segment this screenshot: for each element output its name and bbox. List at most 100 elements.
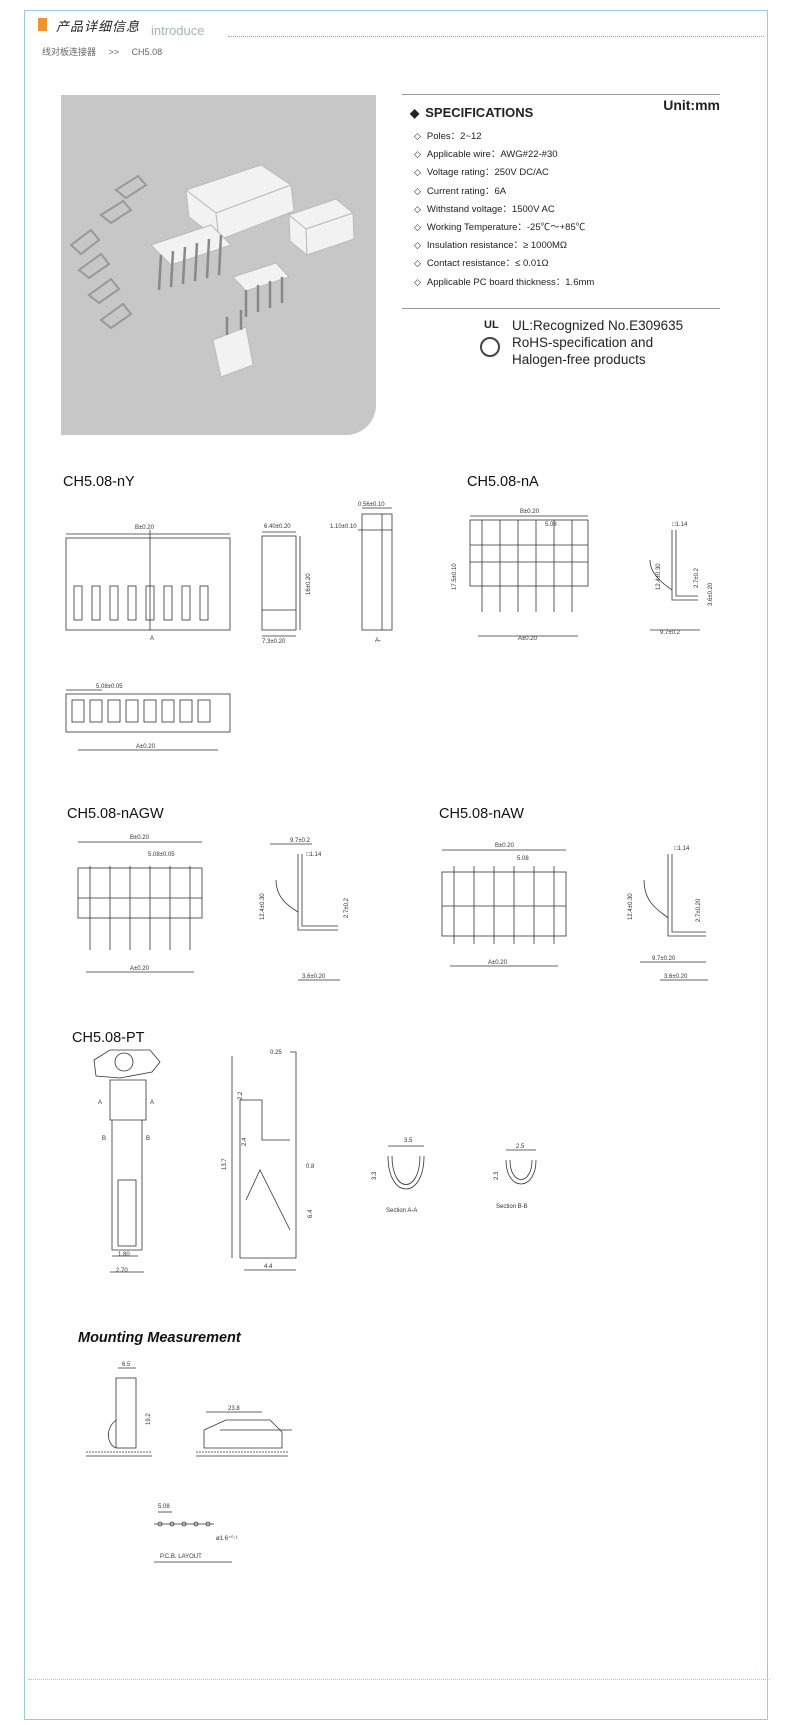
dim-na-b: B±0.20 [520,509,540,515]
pcb-hole-dia: ø1.6⁺⁰·¹ [216,1535,238,1542]
pt-front-view: A A B B 1.80 2.70 [93,1049,161,1274]
mount-dim-65: 6.5 [122,1362,131,1368]
na-front-view: B±0.20 5.08 17.5±0.10 A±0.20 [452,509,589,642]
pt-side-view: 0.25 2.2 2.4 13.7 0.8 6.4 4.4 [222,1050,315,1271]
pt-label-a-right: A [150,1100,154,1106]
breadcrumb: 线对板连接器 >> CH5.08 [42,45,172,58]
naw-side-view: □1.14 12.4±0.30 2.7±0.20 9.7±0.20 3.6±0.… [628,846,708,981]
rohs-text-line1: RoHS-specification and [512,335,654,350]
pt-section-b-label: Section B-B [496,1204,528,1210]
spec-item: Applicable PC board thickness：1.6mm [414,273,594,291]
pt-dim-180: 1.80 [118,1252,130,1258]
spec-item: Insulation resistance：≥ 1000MΩ [414,236,594,254]
dim-na-27: 2.7±0.2 [694,567,700,588]
dim-nagw-124: 12.4±0.30 [260,893,266,920]
dim-nagw-36: 3.6±0.20 [302,974,326,980]
drawing-title-pt: CH5.08-PT [72,1030,145,1046]
breadcrumb-separator: >> [108,47,120,57]
header-title-cn: 产品详细信息 [56,20,141,35]
ul-logo: UL [484,319,499,331]
certification-block: UL UL:Recognized No.E309635 RoHS-specifi… [480,317,684,368]
bottom-divider [28,1679,770,1680]
spec-item: Working Temperature：-25℃～+85℃ [414,218,594,236]
unit-label: Unit:mm [663,97,720,113]
mount-dim-192: 19.2 [146,1413,152,1425]
pt-dim-08: 0.8 [306,1164,315,1170]
spec-item: Applicable wire：AWG#22-#30 [414,145,594,163]
breadcrumb-category[interactable]: 线对板连接器 [42,47,97,57]
pt-section-aa: 3.5 3.3 Section A-A [372,1138,425,1214]
ny-top-view: 5.08±0.05 A±0.20 [65,684,231,751]
dim-ny-width: 6.40±0.20 [264,524,291,530]
header-marker [38,18,47,31]
spec-list: Poles：2~12 Applicable wire：AWG#22-#30 Vo… [414,127,594,291]
dim-ny-a: A [150,636,154,642]
pt-dim-24: 2.4 [242,1137,248,1146]
dim-na-pitch: 5.08 [545,522,557,528]
dim-naw-124: 12.4±0.30 [628,893,634,920]
na-side-view: □1.14 12.4±0.30 2.7±0.2 3.6±0.20 9.7±0.2 [649,522,714,636]
nagw-front-view: B±0.20 5.08±0.05 A±0.20 [77,835,203,973]
naw-front-view: B±0.20 5.08 A±0.20 [441,843,567,967]
pcb-pitch: 5.08 [158,1504,170,1510]
mount-dim-238: 23.8 [228,1406,240,1412]
pt-dim-270: 2.70 [116,1268,128,1274]
diamond-icon: ◆ [410,106,420,120]
dim-naw-27: 2.7±0.20 [696,898,702,922]
nagw-side-view: 9.7±0.2 □1.14 12.4±0.30 2.7±0.2 3.6±0.20 [260,838,350,981]
product-photo [61,95,376,435]
pt-label-b-right: B [146,1136,150,1142]
header-divider [228,36,764,37]
pt-dim-25: 2.5 [516,1144,525,1150]
dim-ny-depth: 7.3±0.20 [262,639,286,645]
dim-nagw-pitch: 5.08±0.05 [148,852,175,858]
dim-ny-a-top: A±0.20 [136,744,156,750]
dim-na-36: 3.6±0.20 [708,582,714,606]
pt-dim-22: 2.2 [238,1091,244,1100]
ny-front-view: B±0.20 A [65,525,231,642]
dim-nagw-square: □1.14 [306,852,322,858]
dim-naw-pitch: 5.08 [517,856,529,862]
dim-naw-square: □1.14 [674,846,690,852]
dim-nagw-27: 2.7±0.2 [344,897,350,918]
ny-side-view: 6.40±0.20 16±0.20 7.3±0.20 [261,524,312,645]
pt-dim-64: 6.4 [308,1209,314,1218]
mounting-title: Mounting Measurement [78,1330,241,1346]
dim-naw-97: 9.7±0.20 [652,956,676,962]
ny-section-view: 0.56±0.10 1.10±0.10 A- [330,502,393,644]
dim-na-a: A±0.20 [518,636,538,642]
dim-nagw-97: 9.7±0.2 [290,838,311,844]
dim-naw-36: 3.6±0.20 [664,974,688,980]
pt-dim-44: 4.4 [264,1264,273,1270]
dim-ny-pitch: 5.08±0.05 [96,684,123,690]
pt-label-b-left: B [102,1136,106,1142]
pt-section-a-label: Section A-A [386,1208,417,1214]
dim-na-height: 17.5±0.10 [452,563,458,590]
dim-ny-110: 1.10±0.10 [330,524,357,530]
drawing-title-na: CH5.08-nA [467,474,539,490]
drawing-title-naw: CH5.08-nAW [439,806,524,822]
dim-nagw-a: A±0.20 [130,966,150,972]
spec-item: Poles：2~12 [414,127,594,145]
dim-naw-b: B±0.20 [495,843,515,849]
spec-item: Withstand voltage：1500V AC [414,200,594,218]
mount-top-view: 23.8 [196,1406,292,1457]
drawing-title-nagw: CH5.08-nAGW [67,806,164,822]
dim-naw-a: A±0.20 [488,960,508,966]
dim-na-square: □1.14 [672,522,688,528]
dim-na-124: 12.4±0.30 [656,563,662,590]
pt-dim-35: 3.5 [404,1138,413,1144]
pt-dim-33: 3.3 [372,1171,378,1180]
breadcrumb-current: CH5.08 [131,47,163,57]
pt-dim-025: 0.25 [270,1050,282,1056]
mount-side-view: 6.5 19.2 [86,1362,152,1457]
pt-dim-137: 13.7 [222,1158,228,1170]
ul-recognized-text: UL:Recognized No.E309635 [512,318,684,333]
pt-dim-23: 2.3 [494,1171,500,1180]
specifications-title: ◆ SPECIFICATIONS [410,105,533,120]
rohs-text-line2: Halogen-free products [512,352,646,367]
page-frame [24,10,768,1720]
specifications-title-text: SPECIFICATIONS [425,105,534,120]
pcb-layout: 5.08 P.C.B. LAYOUT ø1.6⁺⁰·¹ [154,1504,238,1563]
